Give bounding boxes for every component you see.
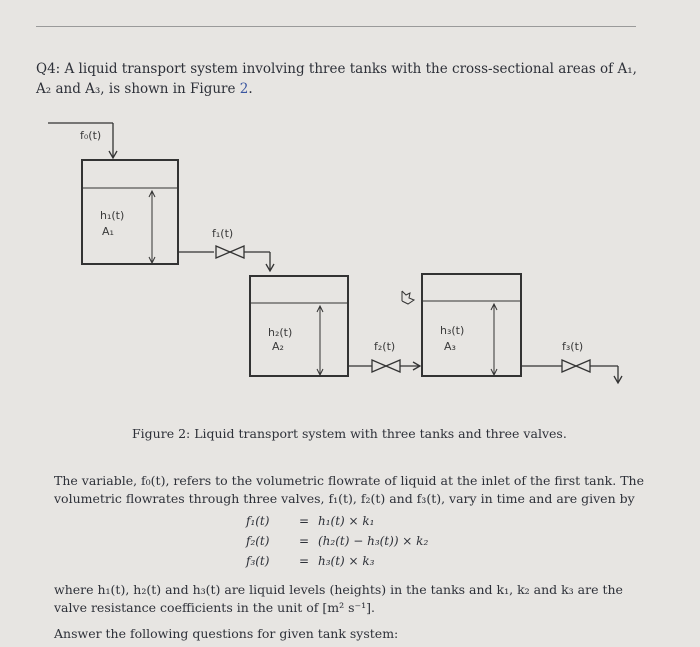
unit-text: [m² s⁻¹] [322,600,372,615]
equation-1: f₁(t)=h₁(t) × k₁ [246,514,375,528]
tank-1 [81,159,179,265]
inlet-arrowhead [108,150,118,160]
question-statement: Q4: A liquid transport system involving … [36,61,637,97]
equation-3: f₃(t)=h₃(t) × k₃ [246,554,375,568]
valve-2-flow-label: f₂(t) [374,340,395,353]
tank-2 [249,275,349,377]
answer-prompt: Answer the following questions for given… [54,626,399,641]
valve-3-flow-label: f₃(t) [562,340,583,353]
tank-3-level-label: h₃(t) [440,324,464,337]
tank-3 [421,273,522,377]
valve-2 [371,359,388,373]
tank-2-area-label: A₂ [272,340,284,353]
tank-3-area-label: A₃ [444,340,456,353]
equation-2: f₂(t)=(h₂(t) − h₃(t)) × k₂ [246,534,429,548]
inlet-flow-label: f₀(t) [80,129,101,142]
cursor-icon [401,290,416,305]
question-text: A liquid transport system involving thre… [36,61,637,97]
where-paragraph: where h₁(t), h₂(t) and h₃(t) are liquid … [54,582,623,615]
valve-1 [215,245,232,259]
valve-3 [561,359,578,373]
valve-1-flow-label: f₁(t) [212,227,233,240]
tank-1-area-label: A₁ [102,225,114,238]
tank-2-level-label: h₂(t) [268,326,292,339]
question-number: Q4: [36,61,61,77]
figure-reference-link[interactable]: 2 [239,81,249,97]
top-rule [36,26,636,27]
figure-caption: Figure 2: Liquid transport system with t… [132,426,567,441]
intro-paragraph: The variable, f₀(t), refers to the volum… [54,473,644,506]
tank-1-level-label: h₁(t) [100,209,124,222]
